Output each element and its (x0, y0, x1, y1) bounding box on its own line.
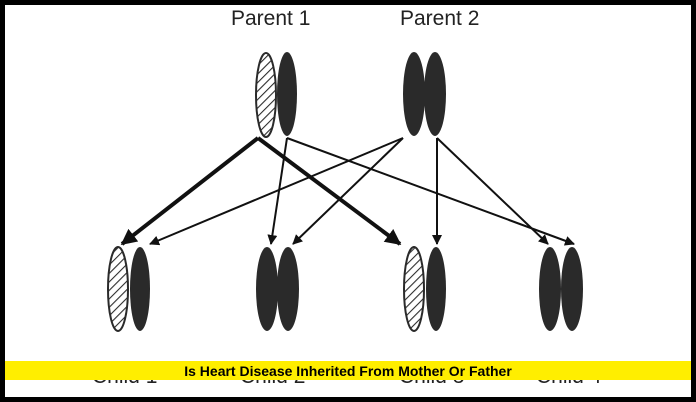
child-3-chromosome-dark (426, 247, 446, 331)
inheritance-arrows (120, 136, 575, 246)
parent-1-chromosomes (255, 52, 297, 138)
parent-1-label: Parent 1 (231, 7, 311, 30)
parent-2-chromosome-b (424, 52, 446, 136)
parent-2-label: Parent 2 (400, 7, 480, 30)
child-3-chromosome-hatched (403, 246, 425, 332)
child-1-chromosomes (107, 246, 150, 332)
parent-2-chromosomes (403, 52, 446, 136)
caption-banner: Is Heart Disease Inherited From Mother O… (5, 361, 691, 380)
parent-2-chromosome-a (403, 52, 425, 136)
child-2-chromosome-b (277, 247, 299, 331)
arrow-p2-to-c1 (149, 137, 404, 246)
child-2-chromosomes (256, 247, 299, 331)
arrow-p2-to-c2 (292, 137, 404, 245)
arrow-p2-to-c4 (436, 137, 549, 245)
child-4-chromosome-a (539, 247, 561, 331)
child-1-chromosome-hatched (107, 246, 129, 332)
child-4-chromosomes (539, 247, 583, 331)
child-1-chromosome-dark (130, 247, 150, 331)
child-3-chromosomes (403, 246, 446, 332)
arrow-p1-to-c3 (256, 136, 402, 246)
arrow-p1-to-c4 (286, 137, 575, 246)
arrow-p1-to-c1 (120, 136, 260, 246)
child-4-chromosome-b (561, 247, 583, 331)
child-2-chromosome-a (256, 247, 278, 331)
diagram-frame: Parent 1 Parent 2 Child 1 Child 2 Child … (5, 5, 691, 397)
parent-1-chromosome-hatched (255, 52, 277, 138)
parent-1-chromosome-dark (277, 52, 297, 136)
inheritance-diagram (107, 52, 583, 332)
